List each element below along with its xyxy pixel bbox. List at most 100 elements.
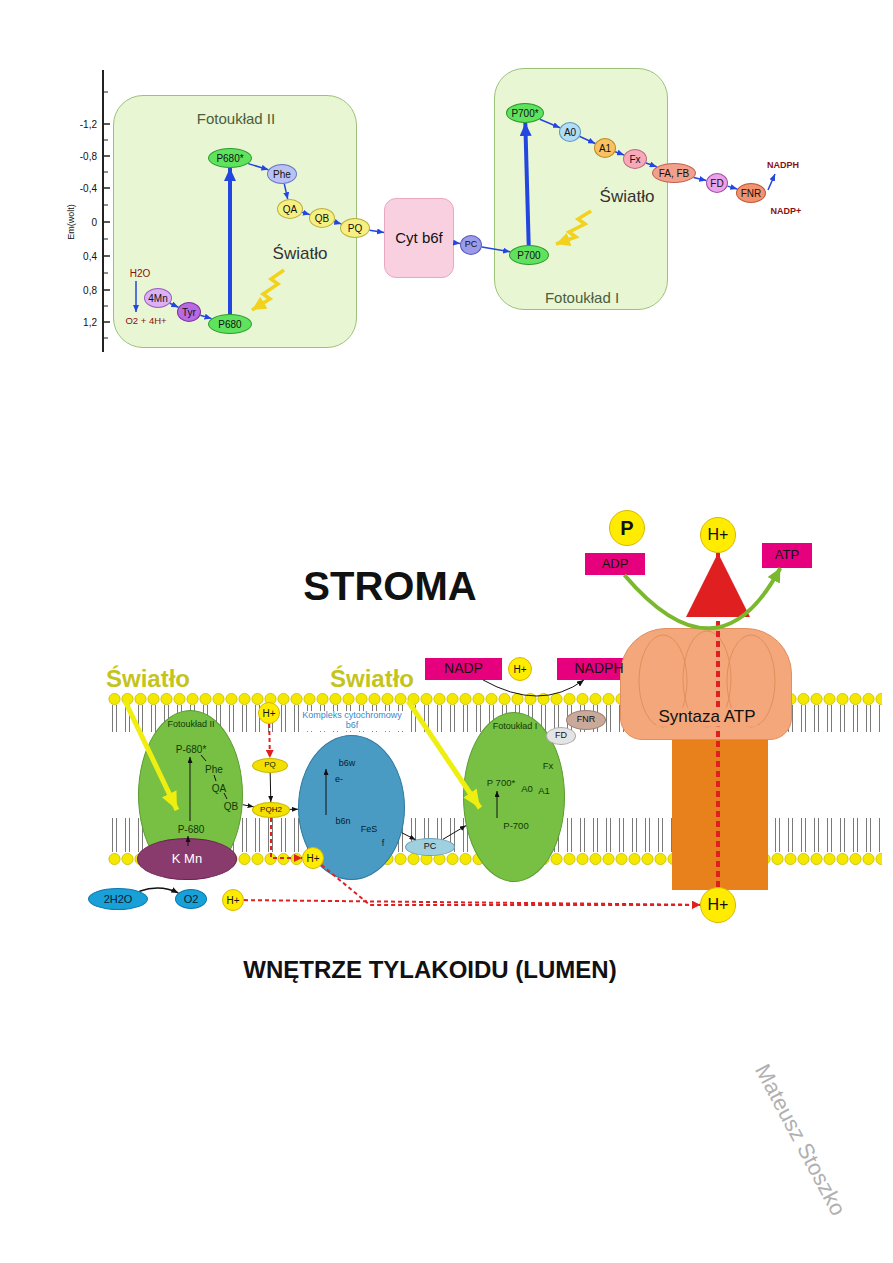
- node-label: b6w: [339, 759, 356, 769]
- connector-arrow: [271, 818, 302, 858]
- connector-arrow: [624, 568, 780, 628]
- node-label: H+: [708, 896, 729, 914]
- node-label: Tyr: [182, 307, 196, 318]
- node-label: NADPH: [574, 661, 623, 676]
- carrier: A0: [559, 122, 581, 142]
- node-label: f: [382, 839, 385, 849]
- plastoquinone: PQ: [252, 758, 288, 773]
- light-arrow: [408, 701, 480, 808]
- carrier: PQ: [340, 218, 370, 238]
- electron-arrow: [188, 836, 189, 846]
- watermark: Mateusz Stoszko: [750, 1060, 850, 1219]
- text-label: O2 + 4H+: [125, 316, 166, 326]
- text-label: Światło: [273, 245, 328, 264]
- connector-arrow: [482, 247, 510, 252]
- reaction-center: P680: [208, 314, 252, 334]
- carrier: QA: [277, 199, 303, 219]
- node-label: FA, FB: [659, 168, 690, 179]
- node-label: NADP: [444, 661, 483, 676]
- electron-arrow: [201, 755, 206, 761]
- node-label: P680: [218, 319, 241, 330]
- molecule-box: NADP: [425, 658, 502, 680]
- axis-tick-label: -0,8: [80, 151, 97, 162]
- node-label: Fx: [629, 154, 640, 165]
- node-label: A1: [538, 786, 550, 796]
- node-label: PC: [424, 842, 437, 852]
- node-heading: Fotoukład I: [545, 290, 619, 307]
- node-label: Cyt b6f: [395, 230, 443, 247]
- light-arrow: [252, 270, 284, 310]
- connector-arrow: [716, 553, 720, 887]
- carrier: Tyr: [177, 302, 201, 322]
- axis-tick-label: 1,2: [83, 317, 97, 328]
- electron-arrow: [224, 793, 227, 799]
- proton-circle: H+: [508, 657, 532, 681]
- connector-arrow: [402, 833, 416, 840]
- text-label: H2O: [130, 268, 151, 279]
- node-label: A1: [599, 143, 611, 154]
- node-label: QA: [283, 204, 297, 215]
- connector-arrow: [525, 123, 528, 245]
- atp-synthase: Syntaza ATP: [620, 628, 792, 740]
- connector-arrow: [615, 152, 624, 155]
- node-label: K Mn: [172, 852, 202, 866]
- text-label: Em(wolt): [67, 204, 77, 240]
- connector-arrow: [694, 178, 707, 181]
- connector-arrow: [334, 222, 341, 224]
- axis-tick-label: -1,2: [80, 119, 97, 130]
- carrier: FD: [706, 173, 728, 193]
- node-label: A0: [564, 127, 576, 138]
- node-label: P-680: [178, 824, 205, 835]
- text-label: Światło: [600, 188, 655, 207]
- text-label: Światło: [106, 666, 190, 692]
- water-arrow: [135, 281, 137, 312]
- axis-tick-label: 0,4: [83, 251, 97, 262]
- connector-arrow: [580, 137, 595, 144]
- electron-arrow: [214, 775, 216, 781]
- axis-tick-label: 0,8: [83, 285, 97, 296]
- reaction-center: P700*: [506, 103, 544, 123]
- axis-tick-label: -0,4: [80, 183, 97, 194]
- connector-arrow: [483, 680, 584, 696]
- node-label: P700: [517, 250, 540, 261]
- connector-arrow: [540, 119, 560, 128]
- carrier: Fx: [623, 149, 647, 169]
- node-heading: Kompleks cytochromowy b6f: [300, 711, 404, 731]
- node-label: FeS: [361, 825, 378, 835]
- node-label: FD: [710, 178, 723, 189]
- manganese-cluster: K Mn: [137, 838, 237, 880]
- phosphate-circle: P: [609, 510, 645, 546]
- node-label: PQH2: [260, 806, 282, 815]
- connector-arrow: [228, 168, 232, 314]
- node-label: b6n: [335, 817, 350, 827]
- node-label: 4Mn: [148, 293, 167, 304]
- proton-circle: H+: [700, 887, 736, 923]
- proton-circle: H+: [700, 517, 736, 553]
- light-arrow: [125, 701, 177, 810]
- node-label: FNR: [577, 715, 596, 725]
- node-label: P: [620, 517, 633, 539]
- ferredoxin: FD: [546, 727, 576, 745]
- connector-arrow: [200, 315, 211, 318]
- connector-arrow: [140, 888, 179, 893]
- reaction-center: P700: [509, 245, 549, 265]
- node-label: H+: [306, 853, 319, 864]
- node-label: H+: [262, 708, 275, 719]
- node-label: H+: [513, 664, 526, 675]
- connector-arrow: [302, 212, 310, 214]
- node-label: ADP: [602, 557, 629, 571]
- cytochrome-box: Cyt b6f: [384, 198, 454, 278]
- electron-arrow: [190, 757, 191, 821]
- connector-arrow: [454, 242, 460, 244]
- node-label: P-680*: [176, 744, 207, 755]
- connector-arrow: [322, 865, 701, 905]
- connector-arrow: [243, 805, 254, 807]
- node-label: P 700*: [487, 778, 515, 788]
- proton-circle: H+: [222, 889, 244, 911]
- connector-arrow: [284, 184, 287, 199]
- node-label: Phe: [273, 169, 291, 180]
- node-label: PQ: [264, 761, 276, 770]
- carrier: A1: [594, 138, 616, 158]
- proton-circle: H+: [258, 702, 280, 724]
- carrier: PC: [460, 235, 482, 255]
